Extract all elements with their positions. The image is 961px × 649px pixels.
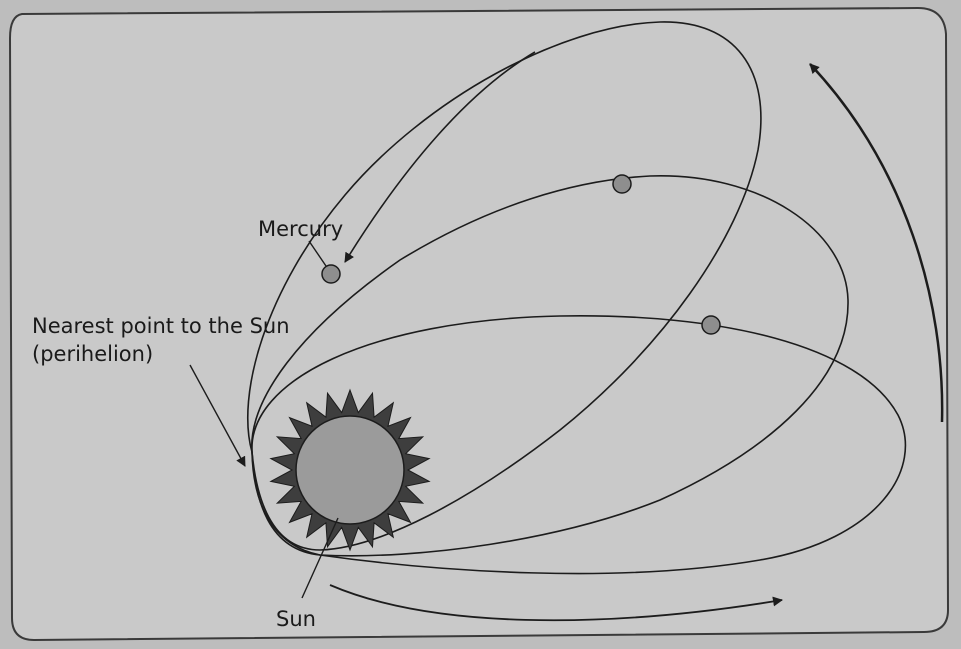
orbit-1-arrow-segment	[344, 51, 536, 263]
mercury-planet-2	[612, 174, 632, 194]
sun	[269, 388, 431, 552]
perihelion-leader-arrow	[189, 364, 246, 467]
orbit-1	[246, 21, 762, 551]
mercury-planet-1	[321, 264, 341, 284]
sun-leader-line	[301, 517, 339, 599]
mercury-planet-3	[701, 315, 721, 335]
mercury-label: Mercury	[258, 217, 343, 241]
orbit-3	[251, 315, 907, 575]
mercury-leader-line	[308, 240, 327, 267]
perihelion-label-line2: (perihelion)	[32, 342, 153, 366]
right-direction-arrow	[809, 63, 944, 423]
perihelion-label-line1: Nearest point to the Sun	[32, 314, 290, 338]
sun-label: Sun	[276, 607, 316, 631]
paper-panel	[8, 6, 950, 642]
orbit-2	[251, 175, 849, 557]
lower-direction-arrow	[329, 584, 783, 622]
sun-core	[295, 415, 405, 525]
